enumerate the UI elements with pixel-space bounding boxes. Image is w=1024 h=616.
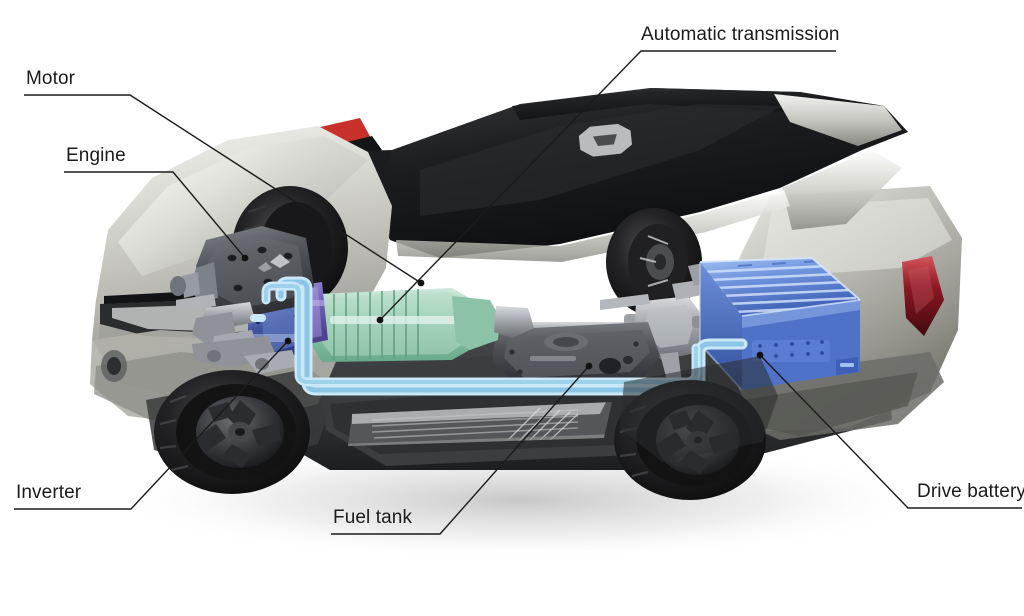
- headlight-drl: [104, 291, 292, 312]
- c-pillar-chrome: [782, 150, 902, 230]
- fog-lamp-lens: [107, 357, 121, 375]
- callout-label-drive-battery[interactable]: Drive battery: [917, 481, 1024, 502]
- leader-automatic-transmission: [376, 50, 836, 324]
- beltline-chrome: [396, 190, 790, 262]
- leader-fuel-tank: [331, 362, 593, 535]
- hood-sheen: [118, 136, 368, 276]
- automatic-transmission-unit: [292, 288, 534, 362]
- roof-chrome-edge: [774, 94, 902, 146]
- drive-battery-pack: [699, 256, 861, 391]
- rear-wheel-arch-shadow: [620, 356, 778, 462]
- leader-inverter: [14, 337, 292, 510]
- front-axle-shaft: [176, 294, 216, 312]
- leader-engine: [64, 171, 249, 262]
- callout-label-engine[interactable]: Engine: [66, 145, 126, 166]
- tail-light-lens-highlight: [908, 266, 934, 314]
- leader-motor: [24, 94, 425, 287]
- door-handle: [578, 123, 633, 157]
- fuel-tank-assembly: [492, 322, 660, 388]
- front-wheel: [154, 370, 310, 494]
- front-subframe: [192, 336, 298, 374]
- rear-bumper-shade: [742, 372, 918, 436]
- side-glass-and-roof: [368, 88, 908, 258]
- front-wheel-spokes: [196, 400, 282, 468]
- callout-label-motor[interactable]: Motor: [26, 68, 76, 89]
- leader-drive-battery: [756, 351, 1022, 509]
- callout-leader-lines: [14, 50, 1022, 535]
- callout-label-inverter[interactable]: Inverter: [16, 482, 82, 503]
- tail-light: [902, 256, 944, 336]
- callout-label-automatic-transmission[interactable]: Automatic transmission: [641, 24, 840, 45]
- glass-reflection-upper: [420, 104, 782, 216]
- rear-half-shaft-left: [600, 294, 650, 310]
- callout-label-fuel-tank[interactable]: Fuel tank: [333, 507, 413, 528]
